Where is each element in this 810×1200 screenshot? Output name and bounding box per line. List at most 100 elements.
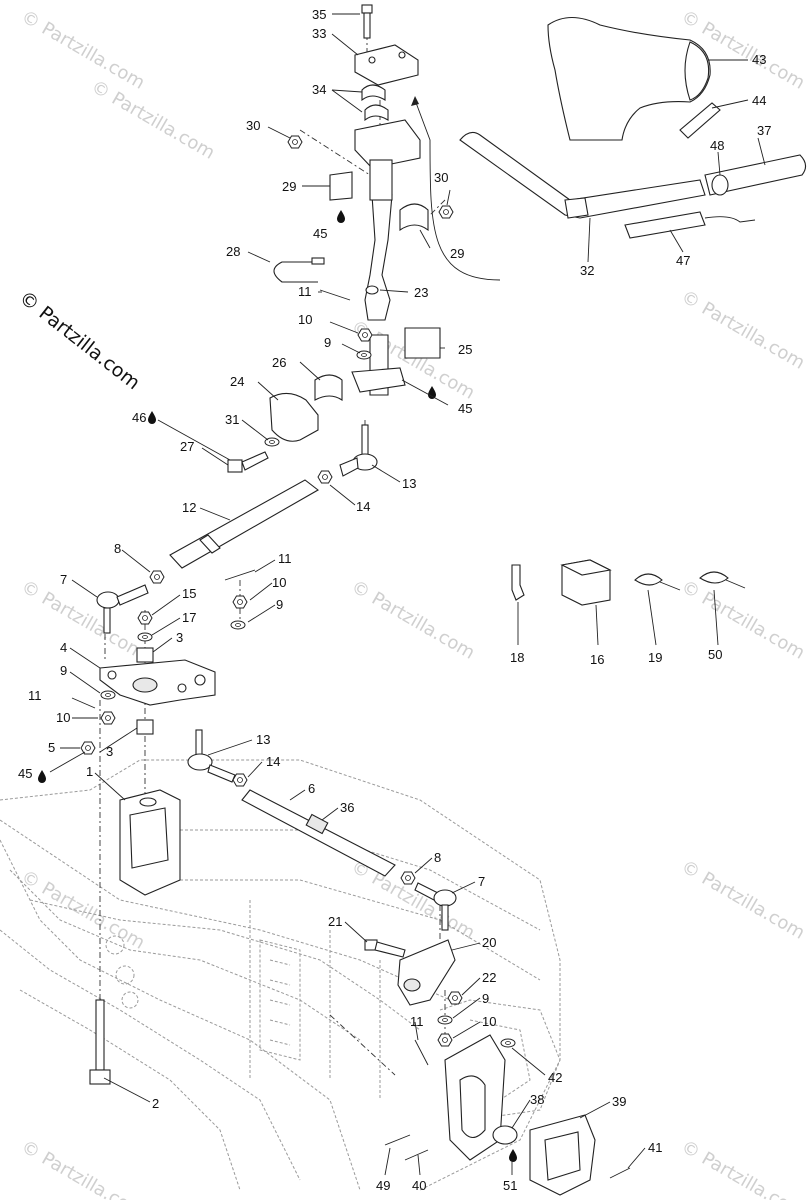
watermark-text: © Partzilla.com (678, 576, 809, 664)
cable-tie-19 (634, 573, 681, 591)
callout-label: 40 (412, 1178, 426, 1193)
washer-9 (100, 690, 116, 700)
watermark-text: © Partzilla.com (348, 576, 479, 664)
callout-label: 30 (246, 118, 260, 133)
callout-label: 13 (256, 732, 270, 747)
callout-label: 22 (482, 970, 496, 985)
callout-labels: 35 33 34 30 29 30 45 29 28 11 23 10 9 25… (18, 7, 771, 1193)
bushing-3 (136, 647, 154, 663)
nut-14 (232, 773, 248, 787)
washer-9 (437, 1015, 453, 1025)
callout-label: 29 (282, 179, 296, 194)
steering-rod-6 (241, 789, 396, 877)
callout-label: 10 (482, 1014, 496, 1029)
callout-label: 48 (710, 138, 724, 153)
callout-label: 20 (482, 935, 496, 950)
bushing-25 (404, 327, 441, 359)
callout-label: 15 (182, 586, 196, 601)
callout-label: 31 (225, 412, 239, 427)
callout-label: 5 (48, 740, 55, 755)
handlebar-32 (459, 131, 706, 219)
callout-label: 11 (298, 284, 312, 299)
callout-label: 13 (402, 476, 416, 491)
castle-nut-10 (357, 328, 373, 342)
oil-drop-icon (337, 210, 345, 223)
steering-rod-12 (169, 479, 319, 569)
callout-label: 45 (458, 401, 472, 416)
column-housing (354, 119, 421, 201)
oil-drop-icon (38, 770, 46, 783)
callout-label: 46 (132, 410, 146, 425)
nut-15 (137, 611, 153, 625)
callout-label: 8 (434, 850, 441, 865)
callout-label: 4 (60, 640, 67, 655)
handlebar-pad-43 (547, 16, 711, 141)
callout-label: 43 (752, 52, 766, 67)
callout-label: 9 (60, 663, 67, 678)
cotter-pin-11 (319, 289, 351, 301)
bolt-2 (89, 999, 111, 1085)
callout-label: 14 (356, 499, 370, 514)
callout-label: 26 (272, 355, 286, 370)
cable-tie-50 (699, 571, 746, 589)
callout-label: 11 (410, 1014, 424, 1029)
callout-label: 14 (266, 754, 280, 769)
watermark-text: © Partzilla.com (18, 1136, 149, 1200)
callout-label: 16 (590, 652, 604, 667)
tie-rod-end-7 (414, 882, 457, 931)
tie-rod-end-7 (96, 584, 149, 634)
clip-29 (329, 171, 429, 232)
callout-label: 41 (648, 1140, 662, 1155)
tie-rod-end-13 (187, 729, 236, 783)
nut-8 (400, 871, 416, 885)
steering-arm-4 (99, 659, 216, 706)
callout-label: 9 (276, 597, 283, 612)
callout-label: 19 (648, 650, 662, 665)
callout-label: 10 (56, 710, 70, 725)
callout-label: 7 (60, 572, 67, 587)
watermark-text: © Partzilla.com (678, 856, 809, 944)
watermark-text: © Partzilla.com (88, 76, 219, 164)
watermark-text: © Partzilla.com (18, 6, 149, 94)
heater-element-47 (624, 211, 756, 239)
callout-label: 39 (612, 1094, 626, 1109)
callout-label: 10 (298, 312, 312, 327)
castle-nut-10 (437, 1033, 453, 1047)
castle-nut-10 (100, 711, 116, 725)
ring-48 (711, 174, 729, 196)
connector-16 (560, 559, 612, 606)
grip-37 (704, 154, 807, 196)
callout-label: 32 (580, 263, 594, 278)
callout-label: 21 (328, 914, 342, 929)
hull-frame-outline (0, 759, 561, 1191)
callout-label: 6 (308, 781, 315, 796)
clamp-33 (354, 44, 419, 86)
callout-label: 17 (182, 610, 196, 625)
nut-30 (438, 205, 454, 219)
callout-label: 33 (312, 26, 326, 41)
callout-label: 30 (434, 170, 448, 185)
tie-rod-end-13 (339, 424, 378, 477)
washer-17 (137, 632, 153, 642)
callout-label: 9 (324, 335, 331, 350)
nut-22 (447, 991, 463, 1005)
callout-label: 45 (313, 226, 327, 241)
bolt-35 (361, 4, 373, 39)
callout-label: 44 (752, 93, 766, 108)
callout-label: 9 (482, 991, 489, 1006)
callout-label: 45 (18, 766, 32, 781)
callout-label: 8 (114, 541, 121, 556)
steering-column (364, 194, 393, 396)
bolt-27 (227, 451, 269, 473)
partzilla-watermark: © Partzilla.com (15, 287, 144, 395)
watermark-text: © Partzilla.com (18, 576, 149, 664)
nut-5 (80, 741, 96, 755)
callout-label: 2 (152, 1096, 159, 1111)
strap-44 (679, 102, 721, 139)
callout-label: 37 (757, 123, 771, 138)
bushing-34 (361, 84, 389, 122)
plate-39 (529, 1114, 596, 1196)
callout-label: 27 (180, 439, 194, 454)
callout-label: 28 (226, 244, 240, 259)
callout-label: 42 (548, 1070, 562, 1085)
